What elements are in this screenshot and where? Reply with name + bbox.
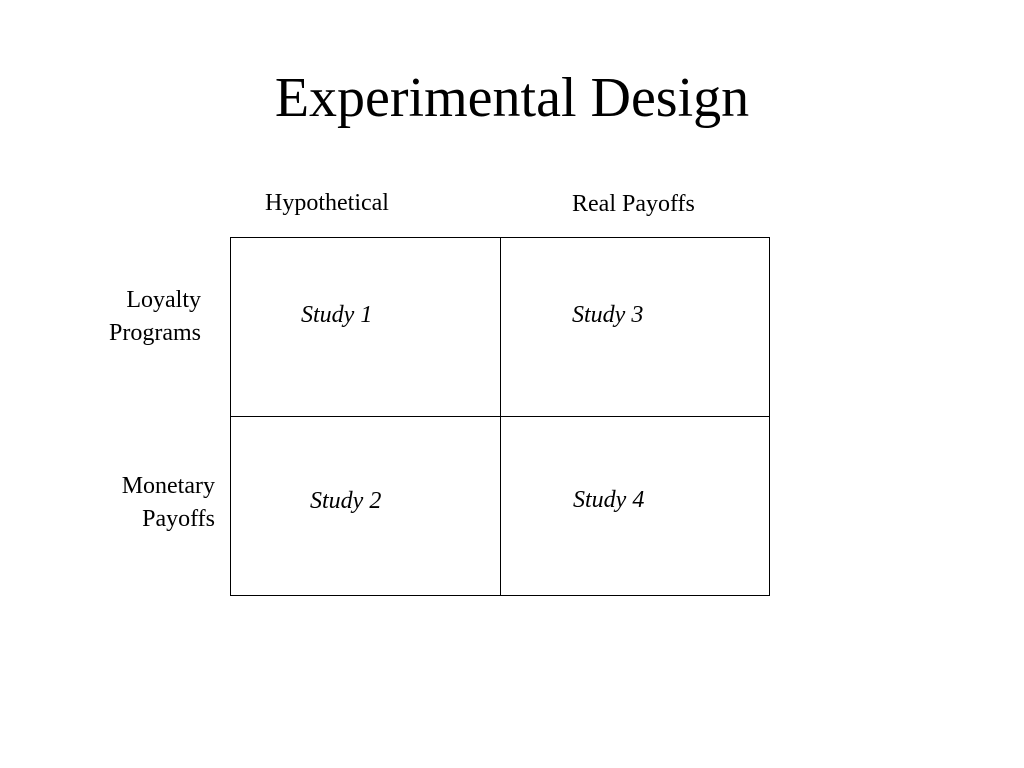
cell-study-2: Study 2 [310,488,382,514]
row-header-line: Programs [109,320,201,346]
design-matrix [230,237,770,596]
row-header-line: Loyalty [126,287,201,313]
column-header-real-payoffs: Real Payoffs [572,191,695,217]
cell-study-3: Study 3 [572,302,644,328]
row-header-line: Payoffs [142,506,215,532]
row-header-line: Monetary [121,473,215,499]
cell-study-1: Study 1 [301,302,373,328]
row-header-loyalty-programs: Loyalty Programs [109,284,201,350]
row-header-monetary-payoffs: Monetary Payoffs [122,470,215,536]
column-header-hypothetical: Hypothetical [265,190,389,216]
row-divider [231,416,769,417]
slide-title: Experimental Design [274,67,750,129]
cell-study-4: Study 4 [573,487,645,513]
